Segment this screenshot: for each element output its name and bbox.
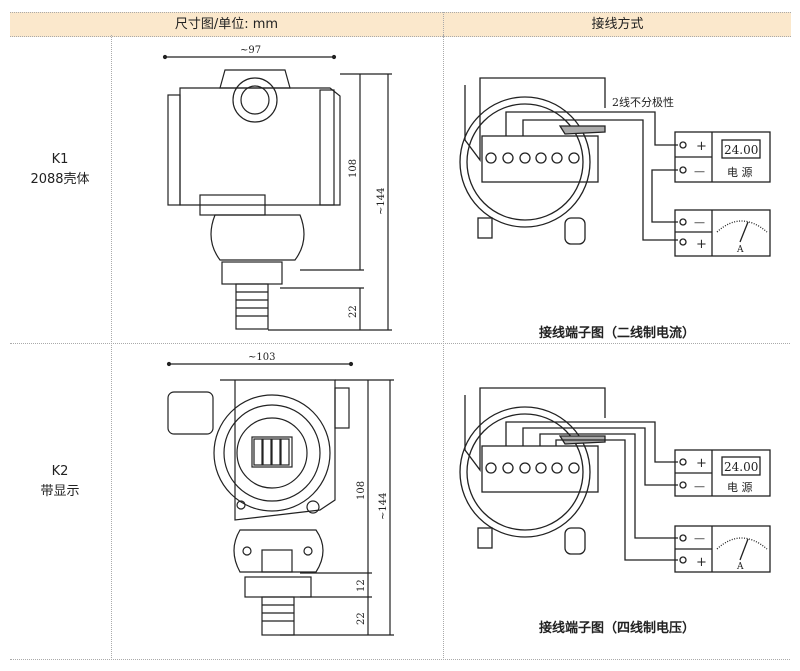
row-divider [10,659,790,660]
polarity-note: 2线不分极性 [612,95,674,109]
plus-sign: + [696,456,707,471]
header-wiring: 接线方式 [443,12,791,37]
wiring-caption: 接线端子图（二线制电流） [538,326,695,341]
plus-sign: + [696,237,707,252]
dim-nut: 12 [356,579,367,592]
power-label: 电 源 [727,480,753,494]
plus-sign: + [696,555,707,570]
header-dimensions: 尺寸图/单位: mm [10,12,443,37]
spec-table: 尺寸图/单位: mm 接线方式 K1 2088壳体 K2 带显示 接线端子图（二… [10,12,791,660]
minus-sign: — [694,532,705,545]
minus-sign: — [694,165,705,178]
column-divider [111,35,112,660]
row-label-k2: K2 带显示 [10,462,110,502]
minus-sign: — [694,480,705,493]
housing-type: 带显示 [40,484,80,499]
column-divider [443,35,444,660]
power-display: 24.00 [724,460,758,474]
housing-type: 2088壳体 [30,172,90,187]
model-code: K2 [51,464,69,479]
wiring-caption: 接线端子图（四线制电压） [538,621,695,636]
dim-total-height: ~144 [376,188,387,215]
dim-thread: 22 [356,612,367,625]
power-label: 电 源 [727,165,753,179]
row-label-k1: K1 2088壳体 [10,150,110,190]
row-divider [10,343,790,344]
dim-width: ~103 [248,352,275,363]
dim-body-height: 108 [348,159,359,178]
dim-width: ~97 [240,45,261,56]
meter-label: A [736,245,744,255]
model-code: K1 [51,152,69,167]
meter-label: A [736,562,744,572]
minus-sign: — [694,216,705,229]
power-display: 24.00 [724,143,758,157]
dim-body-height: 108 [356,481,367,500]
dim-thread: 22 [348,305,359,318]
dim-total-height: ~144 [378,493,389,520]
plus-sign: + [696,139,707,154]
